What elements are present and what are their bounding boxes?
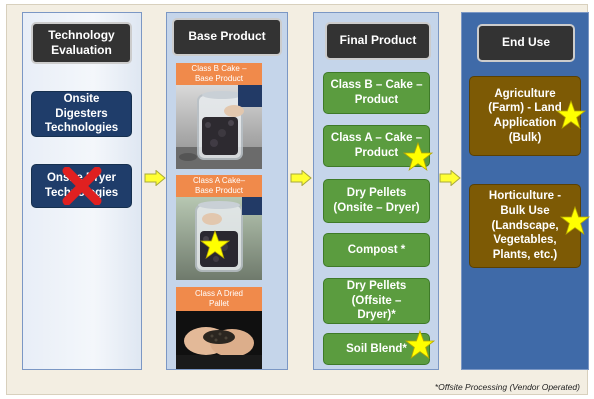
class-a-dried-pellet-label: Class A Dried Pallet	[176, 287, 262, 311]
end-use-header: End Use	[477, 24, 575, 62]
final-product-header: Final Product	[325, 22, 431, 60]
agriculture-box: Agriculture (Farm) - Land Application (B…	[469, 76, 581, 156]
class-b-cake-label: Class B Cake – Base Product	[176, 63, 262, 85]
dry-pellets-offsite-box: Dry Pellets (Offsite – Dryer)*	[323, 278, 430, 324]
star-icon	[560, 206, 590, 236]
star-icon	[403, 142, 433, 172]
class-b-cake-product-box: Class B – Cake – Product	[323, 72, 430, 114]
star-icon	[556, 100, 586, 130]
class-a-cake-product-box: Class A – Cake – Product	[323, 125, 430, 167]
soil-blend-box: Soil Blend*	[323, 333, 430, 365]
right-arrow-icon	[144, 170, 166, 186]
class-b-cake-photo	[176, 85, 262, 169]
base-product-header: Base Product	[172, 18, 282, 56]
technology-evaluation-header: Technology Evaluation	[31, 22, 132, 64]
right-arrow-icon	[439, 170, 461, 186]
red-x-icon	[62, 167, 102, 205]
compost-box: Compost *	[323, 233, 430, 267]
horticulture-box: Horticulture - Bulk Use (Landscape, Vege…	[469, 184, 581, 268]
dry-pellets-onsite-box: Dry Pellets (Onsite – Dryer)	[323, 179, 430, 223]
dried-pellet-photo	[176, 311, 262, 369]
class-a-cake-label: Class A Cake– Base Product	[176, 175, 262, 197]
star-icon	[405, 330, 435, 360]
right-arrow-icon	[290, 170, 312, 186]
offsite-processing-footnote: *Offsite Processing (Vendor Operated)	[434, 382, 580, 392]
onsite-digesters-box: Onsite Digesters Technologies	[31, 91, 132, 137]
star-icon	[200, 230, 230, 260]
